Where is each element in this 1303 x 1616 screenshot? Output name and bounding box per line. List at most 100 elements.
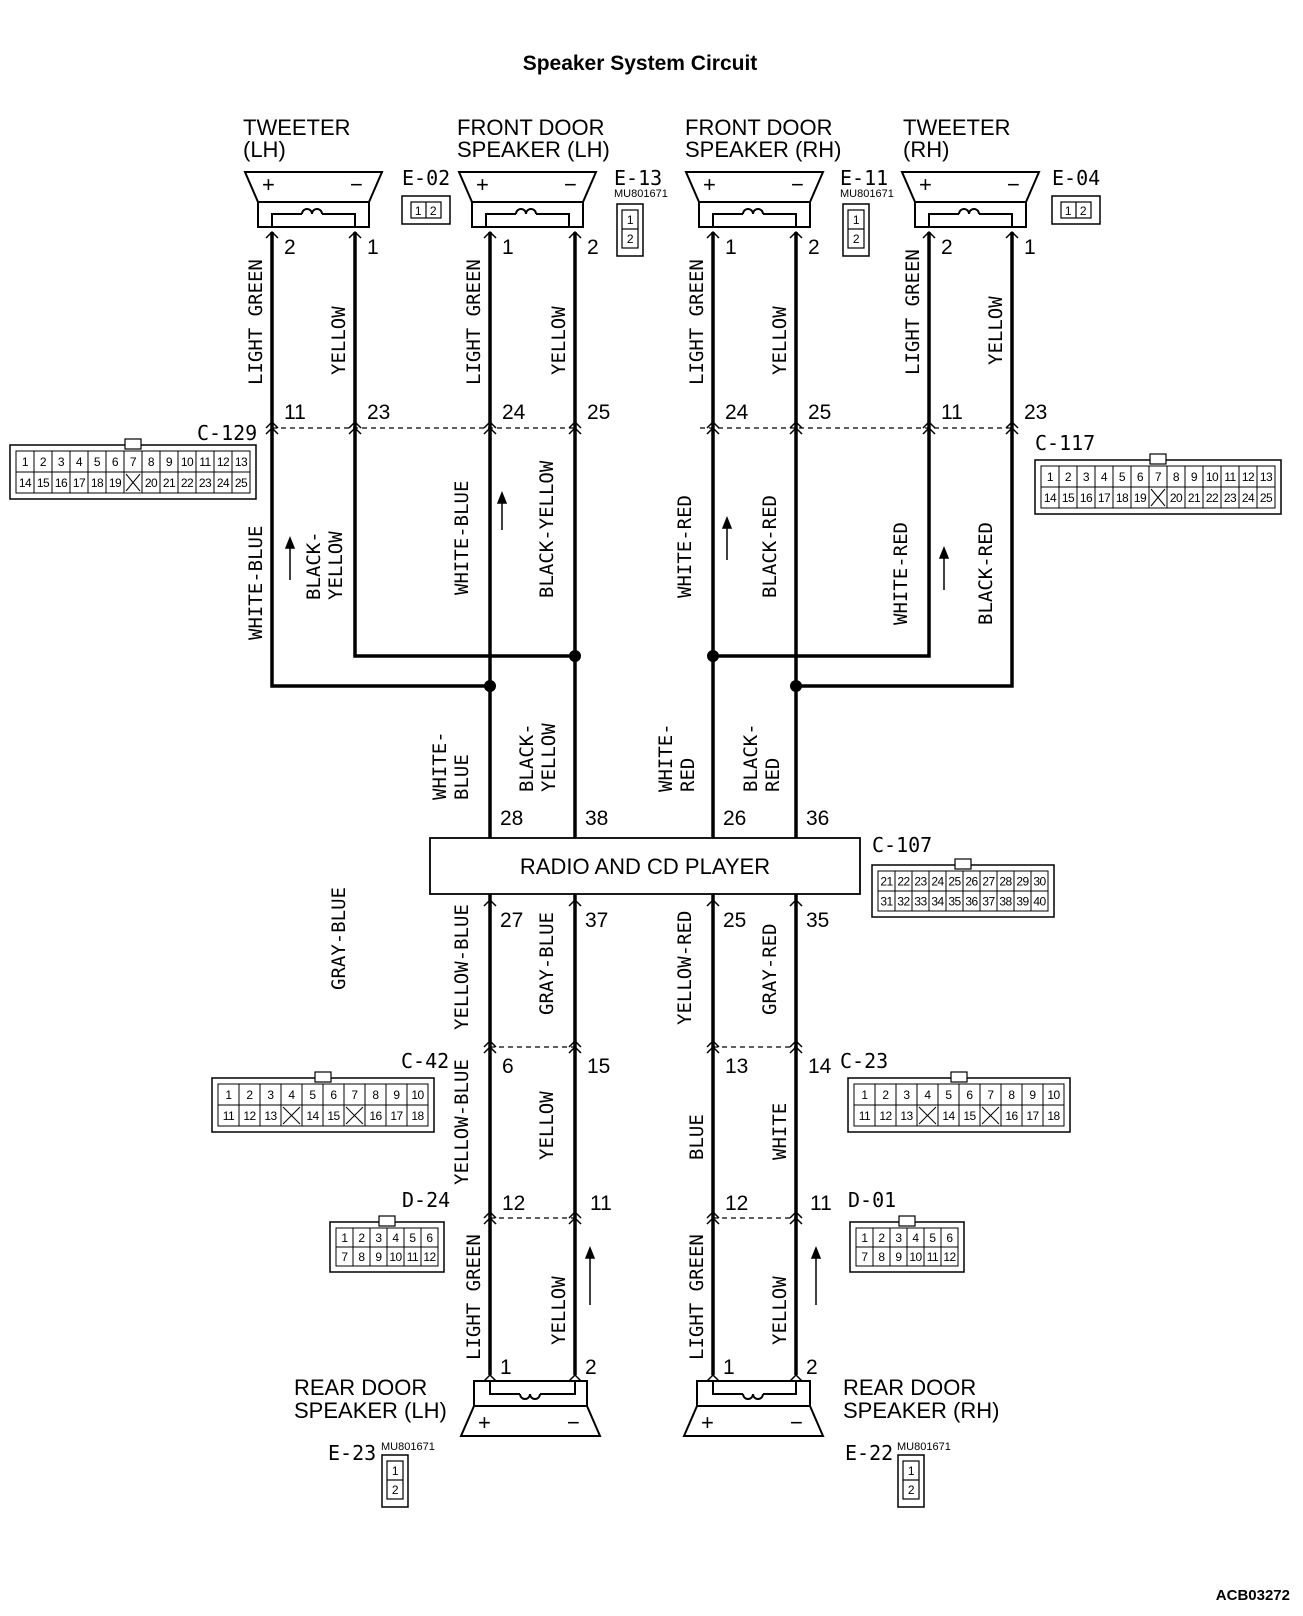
e11-pin-1: 1 <box>853 213 860 227</box>
wire-label-black-yellow-3b: YELLOW <box>538 723 560 792</box>
d24-face-pin-label: 12 <box>423 1250 436 1264</box>
radio-cd-player-label: RADIO AND CD PLAYER <box>520 854 770 879</box>
front-lh-pin-b: 2 <box>587 236 599 259</box>
d01-face-pin-label: 4 <box>912 1231 919 1245</box>
c107-face-pin-label: 31 <box>880 895 893 909</box>
wire-label-white-blue-1: WHITE-BLUE <box>245 526 267 640</box>
c117-face-pin-label: 21 <box>1188 491 1201 505</box>
tweeter-lh-pin-a: 2 <box>284 236 296 259</box>
d24-face-pin-label: 3 <box>375 1231 382 1245</box>
c23-face-pin-label: 4 <box>924 1088 931 1102</box>
rear-rh-pin-a: 1 <box>723 1356 735 1379</box>
c23-face-pin-label: 8 <box>1008 1088 1015 1102</box>
c23-face-pin-label: 3 <box>903 1088 910 1102</box>
c107-face-pin-label: 28 <box>999 875 1012 889</box>
wire-label-yellow-7: YELLOW <box>769 1276 791 1345</box>
c117-face-pin-label: 19 <box>1134 491 1147 505</box>
e04-pin-2: 2 <box>1080 204 1087 218</box>
junction-black-yellow <box>569 650 581 662</box>
c129-face-pin-label: 1 <box>22 455 29 469</box>
tweeter-rh-speaker-icon <box>900 171 1041 228</box>
d24-pin-11: 11 <box>590 1192 612 1215</box>
wire-label-yellow-2: YELLOW <box>548 306 570 375</box>
c107-face-cell <box>1030 890 1049 912</box>
front-lh-label-line1: FRONT DOOR <box>457 115 604 140</box>
c129-face-pin-label: 7 <box>130 455 137 469</box>
e11-pin-2: 2 <box>853 232 860 246</box>
c117-face-pin-label: 18 <box>1116 491 1129 505</box>
c117-face-pin-label: 23 <box>1224 491 1237 505</box>
d01-label: D-01 <box>848 1188 896 1212</box>
wire-label-yellow-6: YELLOW <box>548 1276 570 1345</box>
c42-pin-6: 6 <box>502 1055 514 1078</box>
e23-connector-icon: 1 2 <box>381 1454 409 1508</box>
c23-face-blank-mark <box>981 1106 1000 1125</box>
d24-face-pin-label: 8 <box>358 1250 365 1264</box>
c107-face-pin-label: 32 <box>897 895 910 909</box>
radio-pin-28: 28 <box>500 807 523 830</box>
c117-face-pin-label: 4 <box>1101 470 1108 484</box>
tweeter-lh-plus: + <box>262 172 275 197</box>
c23-pin-13: 13 <box>725 1055 748 1078</box>
d01-pin-12: 12 <box>725 1192 748 1215</box>
c129-face-pin-label: 2 <box>40 455 47 469</box>
wire-label-black-yellow-3a: BLACK- <box>516 723 538 792</box>
wire-label-light-green-4: LIGHT GREEN <box>902 249 924 375</box>
c129-face-pin-label: 3 <box>58 455 65 469</box>
c107-face-pin-label: 26 <box>965 875 978 889</box>
tweeter-rh-label: TWEETER (RH) <box>903 115 1011 162</box>
c129-face-pin-label: 6 <box>112 455 119 469</box>
c23-face-pin-label: 7 <box>987 1088 994 1102</box>
wire-label-light-green-1: LIGHT GREEN <box>245 259 267 385</box>
e04-pin-1: 1 <box>1065 204 1072 218</box>
c23-face-pin-label: 5 <box>945 1088 952 1102</box>
c42-face-blank-mark <box>282 1106 301 1125</box>
c107-face-pin-label: 27 <box>982 875 995 889</box>
c23-face-pin-label: 2 <box>882 1088 889 1102</box>
c117-face-pin-label: 7 <box>1155 470 1162 484</box>
rear-rh-minus: − <box>790 1410 803 1435</box>
d01-face-pin-label: 12 <box>943 1250 956 1264</box>
c129-face-pin-label: 8 <box>148 455 155 469</box>
d24-pin-12: 12 <box>502 1192 525 1215</box>
wire-label-black-red-3b: RED <box>762 758 784 792</box>
wires-lower <box>488 894 798 1375</box>
c42-face-pin-label: 12 <box>243 1109 256 1123</box>
wire-label-black-red-1: BLACK-RED <box>759 495 781 598</box>
c129-face-pin-label: 22 <box>181 476 194 490</box>
c107-face-latch <box>954 858 972 870</box>
c117-pin-4: 23 <box>1024 401 1047 424</box>
c23-face-pin-label: 17 <box>1026 1109 1039 1123</box>
wire-label-yellow-red: YELLOW-RED <box>674 911 696 1025</box>
c107-face-pin-label: 38 <box>999 895 1012 909</box>
e13-pin-1: 1 <box>627 213 634 227</box>
d01-face-pin-label: 2 <box>878 1231 885 1245</box>
c129-face-pin-label: 24 <box>217 476 230 490</box>
c23-face-pin-label: 13 <box>900 1109 913 1123</box>
c107-face-pin-label: 35 <box>948 895 961 909</box>
c129-pin-2: 23 <box>367 401 390 424</box>
c107-label: C-107 <box>872 833 932 857</box>
d24-face-pin-label: 6 <box>426 1231 433 1245</box>
c117-pin-2: 25 <box>808 401 831 424</box>
e04-connector-icon: 1 2 <box>1051 195 1101 225</box>
c117-label: C-117 <box>1035 431 1095 455</box>
c42-face-pin-label: 17 <box>390 1109 403 1123</box>
wire-label-yellow-blue-1: YELLOW-BLUE <box>451 904 473 1030</box>
c117-pin-3: 11 <box>941 401 963 424</box>
d-pin-markers <box>483 1210 803 1225</box>
e11-connector-icon: 1 2 <box>842 203 870 257</box>
c117-face-pin-label: 10 <box>1206 470 1219 484</box>
c42-face-pin-label: 2 <box>246 1088 253 1102</box>
tweeter-lh-speaker-icon <box>243 171 384 228</box>
front-rh-label-line1: FRONT DOOR <box>685 115 832 140</box>
rear-rh-pin-b: 2 <box>806 1356 818 1379</box>
c107-face-pin-label: 29 <box>1016 875 1029 889</box>
tweeter-rh-label-line1: TWEETER <box>903 115 1011 140</box>
e22-pin-1: 1 <box>908 1464 915 1478</box>
